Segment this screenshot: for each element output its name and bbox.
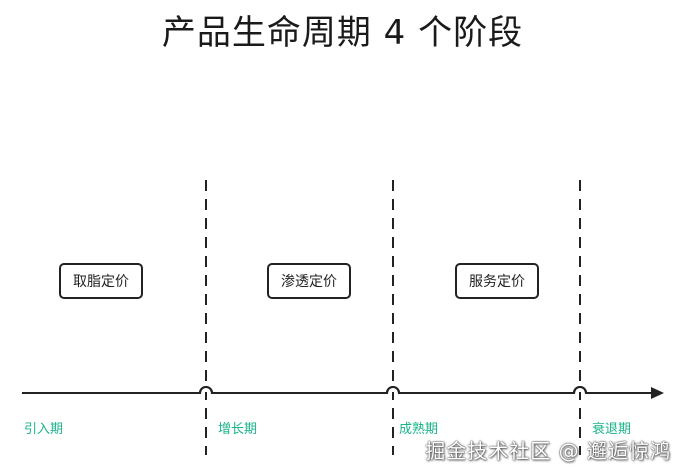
stage-label-growth: 增长期 [218,422,258,437]
diagram-title: 产品生命周期 4 个阶段 [161,13,524,53]
pricing-box-label: 取脂定价 [73,274,129,290]
stage-label-maturity: 成熟期 [399,422,439,437]
pricing-box-service: 服务定价 [455,263,539,299]
timeline-axis [22,386,652,394]
stage-label-introduction: 引入期 [24,422,64,437]
pricing-box-skimming: 取脂定价 [59,263,143,299]
watermark: 掘金技术社区 @ 邂逅惊鸿 [425,439,671,463]
pricing-box-label: 服务定价 [469,274,525,290]
timeline-arrow-icon [651,387,664,399]
stage-label-decline: 衰退期 [592,422,632,437]
pricing-box-penetration: 渗透定价 [267,263,351,299]
pricing-box-label: 渗透定价 [281,274,337,290]
